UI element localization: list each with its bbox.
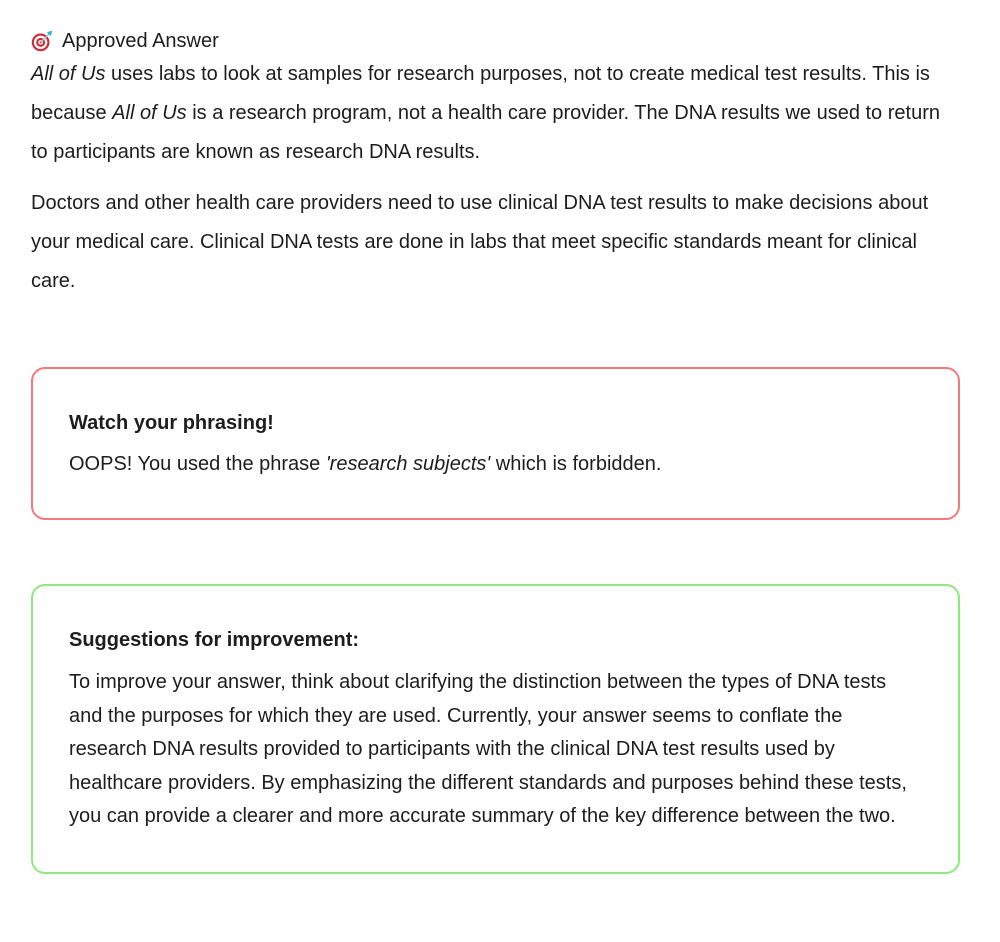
approved-answer-heading: Approved Answer: [31, 27, 960, 55]
answer-paragraph-1: All of Us uses labs to look at samples f…: [31, 63, 940, 163]
approved-answer-label: Approved Answer: [62, 30, 219, 52]
target-dart-icon: [31, 30, 53, 52]
phrasing-warning-box: Watch your phrasing! OOPS! You used the …: [31, 367, 960, 520]
phrasing-warning-message: OOPS! You used the phrase 'research subj…: [69, 453, 662, 475]
suggestions-box: Suggestions for improvement: To improve …: [31, 584, 960, 874]
suggestions-body: To improve your answer, think about clar…: [69, 671, 907, 827]
suggestions-title: Suggestions for improvement:: [69, 629, 360, 651]
answer-paragraph-2: Doctors and other health care providers …: [31, 192, 929, 292]
phrasing-warning-title: Watch your phrasing!: [69, 412, 274, 434]
